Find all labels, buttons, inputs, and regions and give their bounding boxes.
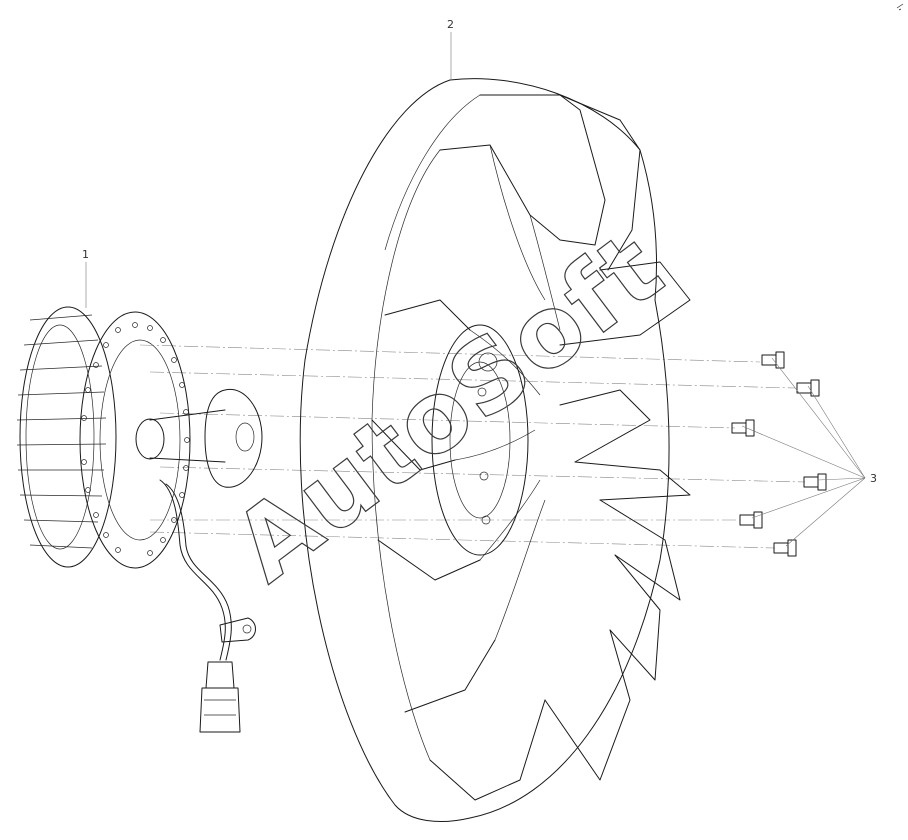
fan-clutch: [16, 306, 263, 733]
callout-2: 2: [447, 18, 454, 31]
watermark: AutoSoft: [214, 210, 684, 604]
callout-1: 1: [82, 248, 89, 261]
bolt: [773, 539, 797, 557]
corner-mark: [896, 3, 904, 11]
leader-lines: [85, 32, 866, 547]
callout-3: 3: [870, 472, 877, 485]
bolt: [796, 379, 820, 397]
clutch-fins: [16, 314, 107, 549]
bolt: [739, 511, 763, 529]
flange-bolt-holes: [81, 322, 190, 556]
fan-wheel: [299, 78, 691, 822]
bolt: [803, 473, 827, 491]
bolt: [761, 351, 785, 369]
bolts: [731, 351, 827, 557]
bolt: [731, 419, 755, 437]
